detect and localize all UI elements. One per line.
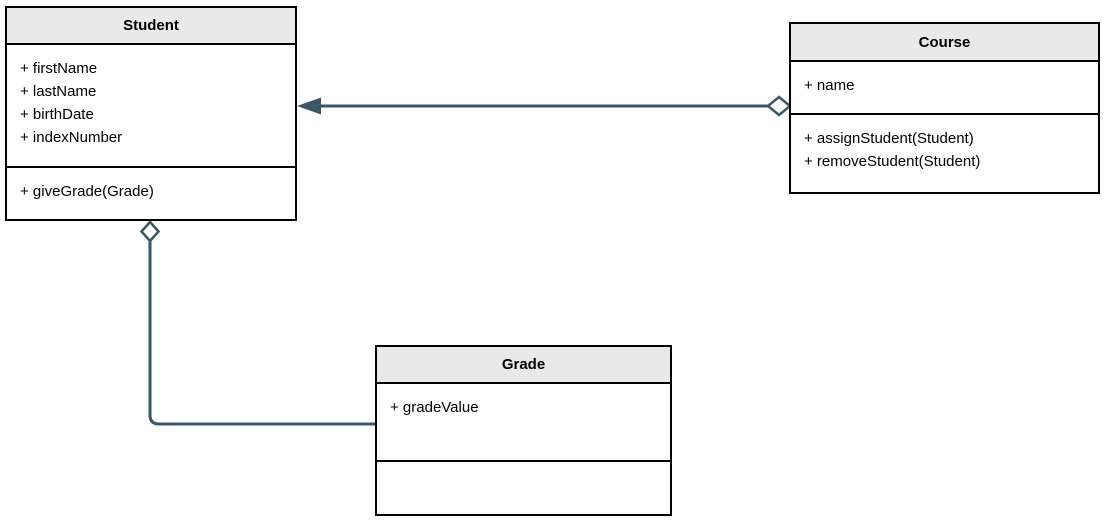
class-title-grade: Grade [377, 347, 670, 384]
connector-student-grade-line [148, 241, 376, 426]
methods-section-student: + giveGrade(Grade) [7, 168, 295, 221]
class-attribute: + lastName [20, 83, 97, 100]
class-attribute: + birthDate [20, 106, 94, 123]
methods-section-grade [377, 462, 670, 518]
class-attribute: + name [804, 77, 855, 94]
attributes-section-course: + name [791, 62, 1098, 115]
class-title-student: Student [7, 8, 295, 45]
class-box-grade: Grade + gradeValue [375, 345, 672, 516]
class-method: + giveGrade(Grade) [20, 183, 154, 200]
class-method: + assignStudent(Student) [804, 130, 974, 147]
attributes-section-grade: + gradeValue [377, 384, 670, 462]
class-title-course: Course [791, 24, 1098, 62]
class-attribute: + firstName [20, 60, 98, 77]
class-box-course: Course + name + assignStudent(Student) +… [789, 22, 1100, 194]
class-box-student: Student + firstName + lastName + birthDa… [5, 6, 297, 221]
class-method: + removeStudent(Student) [804, 153, 981, 170]
class-attribute: + gradeValue [390, 399, 479, 416]
methods-section-course: + assignStudent(Student) + removeStudent… [791, 115, 1098, 194]
arrowhead-icon [297, 97, 321, 115]
class-attribute: + indexNumber [20, 129, 123, 146]
aggregation-diamond-icon [766, 95, 792, 117]
aggregation-diamond-icon [139, 220, 161, 243]
attributes-section-student: + firstName + lastName + birthDate + ind… [7, 45, 295, 168]
